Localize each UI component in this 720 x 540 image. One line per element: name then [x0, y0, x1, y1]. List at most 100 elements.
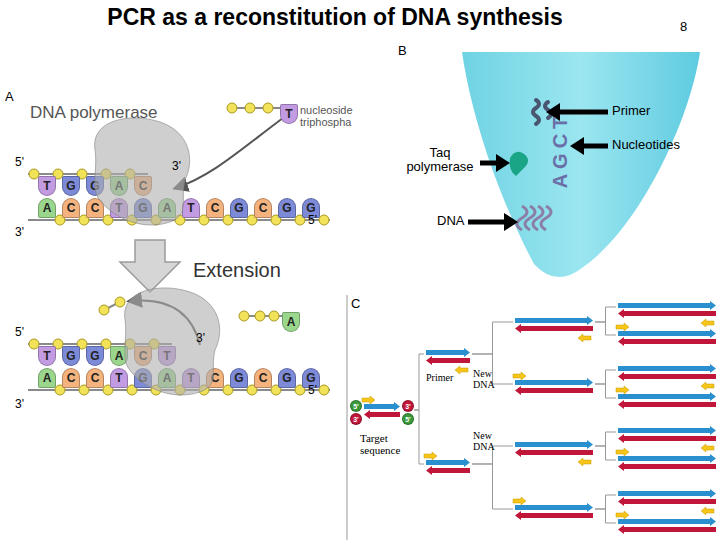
nucleotide-base: A	[282, 312, 300, 332]
panel-letter: B	[398, 44, 407, 58]
nucleotide-base: T	[110, 368, 128, 388]
strand-end-label: 3'	[15, 398, 24, 411]
nucleotide-base: A	[38, 368, 56, 388]
extension-arrow	[120, 240, 180, 292]
pointer-arrow	[480, 161, 498, 166]
phosphate-circle	[319, 215, 329, 225]
pointer-arrow	[582, 144, 608, 149]
strand-end-label: 3'	[196, 332, 205, 345]
phosphate-circle	[263, 103, 273, 113]
tree-label: Target sequence	[360, 432, 410, 456]
dna-strand-arrow	[364, 410, 400, 419]
node-text: G	[66, 179, 75, 193]
tree-label: New DNA	[473, 430, 503, 452]
node-text: 3'	[405, 403, 411, 410]
nucleotide-base: C	[62, 368, 80, 388]
phosphate-circle	[227, 103, 237, 113]
node-text: G	[234, 201, 243, 215]
pointer-arrowhead	[496, 154, 510, 172]
node-text: A	[115, 349, 124, 363]
strand-end-circle: 3'	[350, 413, 362, 425]
branch-line	[595, 370, 616, 384]
nucleotide-base: C	[254, 198, 272, 218]
nucleotide-base: C	[134, 176, 152, 196]
strand-end-circle: 5'	[350, 400, 362, 412]
component-label: Primer	[612, 104, 650, 118]
nucleotide-base: G	[278, 368, 296, 388]
dna-strand-arrow	[364, 402, 400, 411]
nucleotide-base: C	[86, 368, 104, 388]
node-text: T	[43, 349, 50, 363]
primer-arrow	[616, 448, 629, 456]
node-text: T	[115, 371, 122, 385]
dna-strand-arrow	[426, 356, 470, 365]
dna-strand-arrow	[515, 378, 593, 387]
dna-strand-arrow	[618, 364, 716, 373]
taq-polymerase-blob	[510, 152, 528, 176]
primer-arrow	[362, 396, 375, 404]
strand-end-label: 3'	[15, 226, 24, 239]
dna-strand-arrow	[618, 517, 716, 526]
nucleotide-base: T	[110, 198, 128, 218]
dna-strand-arrow	[618, 489, 716, 498]
primer-arrow	[701, 382, 714, 390]
dna-strand-arrow	[618, 497, 716, 506]
nucleotide-base: T	[38, 346, 56, 366]
node-text: T	[115, 201, 122, 215]
nucleotide-base: T	[280, 104, 298, 124]
phosphate-circle	[239, 311, 249, 321]
step-label: Extension	[193, 259, 281, 281]
nucleotide-base: T	[182, 198, 200, 218]
component-label: DNA	[437, 214, 464, 228]
nucleotide-base: G	[62, 346, 80, 366]
phosphate-circle	[319, 385, 329, 395]
strand-end-label: 5'	[15, 326, 24, 339]
dna-polymerase-blob	[125, 288, 220, 395]
enzyme-label: DNA polymerase	[30, 104, 158, 123]
primer-arrow	[616, 511, 629, 519]
dna-strand-arrow	[618, 309, 716, 318]
node-text: G	[306, 201, 315, 215]
dna-strand-arrow	[618, 454, 716, 463]
molecule-label: nucleoside triphospha	[300, 104, 362, 128]
dna-strand-arrow	[618, 337, 716, 346]
primer-arrow	[701, 507, 714, 515]
nucleotide-base: G	[134, 368, 152, 388]
strand-end-label: 5'	[308, 214, 317, 227]
dna-strand-arrow	[515, 511, 593, 520]
primer-arrow	[424, 452, 437, 460]
node-text: C	[67, 371, 76, 385]
dna-strand-arrow	[618, 434, 716, 443]
node-text: A	[163, 201, 172, 215]
nucleotide-base: T	[158, 346, 176, 366]
dna-strand-arrow	[426, 348, 470, 357]
node-text: 3'	[353, 416, 359, 423]
branch-line	[414, 354, 424, 410]
dna-strand-arrow	[515, 448, 593, 457]
nucleotide-base: G	[62, 176, 80, 196]
tree-label: Primer	[426, 372, 453, 383]
tree-label: New DNA	[473, 368, 503, 390]
node-text: G	[282, 201, 291, 215]
primer-arrow	[616, 323, 629, 331]
nucleotide-base: G	[134, 198, 152, 218]
node-text: C	[139, 349, 148, 363]
strand-end-circle: 5'	[402, 413, 414, 425]
primer-arrow	[513, 497, 526, 505]
slide-title: PCR as a reconstitution of DNA synthesis	[0, 5, 670, 30]
primer-arrow	[701, 444, 714, 452]
phosphate-circle	[115, 297, 125, 307]
nucleotide-base: A	[158, 368, 176, 388]
branch-line	[472, 322, 513, 354]
branch-line	[595, 322, 616, 335]
dna-strand-arrow	[618, 426, 716, 435]
dna-strand-arrow	[618, 525, 716, 534]
dna-strand-arrow	[515, 324, 593, 333]
node-text: A	[287, 315, 296, 329]
nucleotide-base: C	[134, 346, 152, 366]
primer-arrow	[513, 372, 526, 380]
node-text: C	[259, 201, 268, 215]
branch-line	[595, 446, 616, 460]
nucleotide-base: C	[206, 368, 224, 388]
branch-line	[595, 495, 616, 509]
